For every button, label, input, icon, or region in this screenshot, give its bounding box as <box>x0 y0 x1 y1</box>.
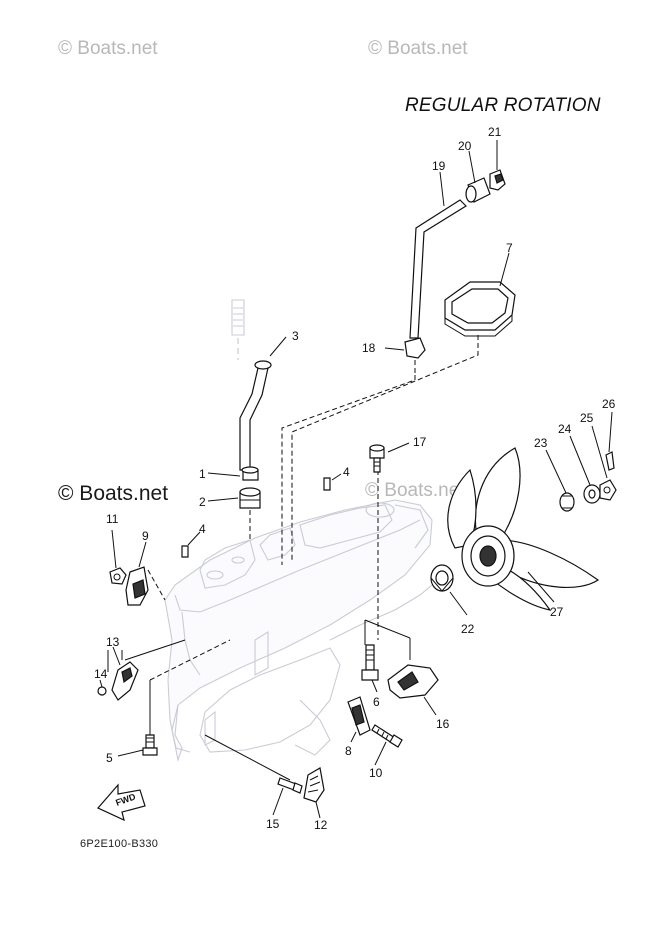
watermark-top-left: © Boats.net <box>58 38 158 59</box>
water-tube-assembly <box>231 299 272 540</box>
cooling-pipe-assembly <box>404 169 506 375</box>
bolt-17 <box>369 444 385 473</box>
cover-plate-12 <box>303 767 325 803</box>
bolt-5 <box>142 734 158 756</box>
callout-15: 15 <box>266 817 280 831</box>
callout-10: 10 <box>369 766 383 780</box>
callout-25: 25 <box>580 411 594 425</box>
callout-4-top: 4 <box>343 465 350 479</box>
callout-18: 18 <box>362 341 376 355</box>
callout-21: 21 <box>488 125 502 139</box>
callout-3: 3 <box>292 329 299 343</box>
drawing-code: 6P2E100-B330 <box>80 838 159 850</box>
forward-arrow: FWD <box>97 783 146 822</box>
watermark-middle-center: © Boats.net <box>365 480 465 501</box>
assembly-lines <box>124 335 479 781</box>
watermark-top-right: © Boats.net <box>368 38 468 59</box>
callout-9: 9 <box>142 529 149 543</box>
callout-8: 8 <box>345 744 352 758</box>
anode-8 <box>347 696 371 736</box>
propeller <box>447 447 600 611</box>
nut-and-bracket <box>109 566 149 606</box>
gasket <box>444 281 516 337</box>
callout-11: 11 <box>106 512 119 526</box>
bolt-10 <box>371 724 403 748</box>
callout-27: 27 <box>550 605 564 619</box>
callout-23: 23 <box>534 436 548 450</box>
callout-14: 14 <box>94 667 108 681</box>
callout-19: 19 <box>432 159 446 173</box>
callout-2: 2 <box>199 495 206 509</box>
bolt-15 <box>277 777 303 794</box>
trim-tab-assembly <box>97 650 139 701</box>
callout-4-left: 4 <box>199 522 206 536</box>
callout-17: 17 <box>413 435 427 449</box>
diagram-title: REGULAR ROTATION <box>405 95 601 116</box>
callout-7: 7 <box>506 241 513 255</box>
callout-26: 26 <box>602 397 616 411</box>
watermark-middle-left: © Boats.net <box>58 482 169 505</box>
callout-20: 20 <box>458 139 472 153</box>
leader-lines <box>99 140 613 819</box>
thrust-washer <box>430 564 454 592</box>
bolt-6 <box>361 644 379 681</box>
callout-12: 12 <box>314 818 328 832</box>
dowel-pins <box>181 477 331 558</box>
callout-6: 6 <box>373 695 380 709</box>
lower-case-housing <box>164 499 433 763</box>
callout-numbers: 1 2 3 4 4 5 6 7 8 9 10 11 12 13 14 15 16… <box>94 125 616 832</box>
callout-24: 24 <box>558 422 572 436</box>
callout-1: 1 <box>199 467 206 481</box>
callout-22: 22 <box>461 622 475 636</box>
callout-16: 16 <box>436 717 450 731</box>
prop-hardware <box>559 451 617 512</box>
callout-13: 13 <box>106 635 120 649</box>
callout-5: 5 <box>106 751 113 765</box>
trim-tab-16 <box>387 664 439 699</box>
